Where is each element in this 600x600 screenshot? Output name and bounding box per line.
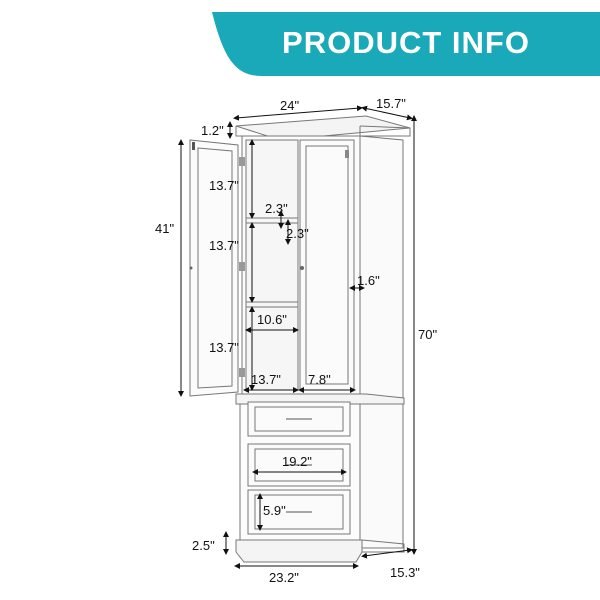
label-door-height: 41": [155, 221, 174, 236]
dimension-lines: [178, 105, 417, 569]
hinge-2: [239, 262, 245, 271]
left-compartment: [245, 139, 299, 391]
label-shelf-thickness-1: 2.3": [265, 201, 288, 216]
label-shelf-inner-width: 10.6": [257, 312, 287, 327]
right-door-knob: [300, 266, 304, 270]
left-door-knob: [189, 266, 193, 270]
label-crown-height: 1.2": [201, 123, 224, 138]
label-shelf-gap-3: 13.7": [209, 340, 239, 355]
label-width-bottom: 23.2": [269, 570, 299, 585]
cabinet-illustration: [189, 115, 411, 563]
label-bottom-compartment-width: 13.7": [251, 372, 281, 387]
label-drawer-height: 5.9": [263, 503, 286, 518]
label-total-height: 70": [418, 327, 437, 342]
label-door-depth: 1.6": [357, 273, 380, 288]
right-door: [299, 139, 355, 391]
cabinet-side: [359, 135, 404, 549]
label-shelf-thickness-2: 2.3": [286, 226, 309, 241]
hinge-3: [239, 368, 245, 377]
label-drawer-width: 19.2": [282, 454, 312, 469]
cabinet-base: [235, 539, 363, 563]
label-base-height: 2.5": [192, 538, 215, 553]
dimension-labels: 24" 15.7" 1.2" 41" 13.7" 2.3" 13.7" 2.3"…: [155, 96, 437, 585]
label-right-compartment-width: 7.8": [308, 372, 331, 387]
label-shelf-gap-1: 13.7": [209, 178, 239, 193]
banner-background: [212, 12, 600, 76]
label-depth-top: 15.7": [376, 96, 406, 111]
banner-title: PRODUCT INFO: [282, 25, 530, 60]
label-depth-bottom: 15.3": [390, 565, 420, 580]
hinge-1: [239, 157, 245, 166]
label-width-top: 24": [280, 98, 299, 113]
label-shelf-gap-2: 13.7": [209, 238, 239, 253]
left-open-door: [189, 139, 239, 397]
